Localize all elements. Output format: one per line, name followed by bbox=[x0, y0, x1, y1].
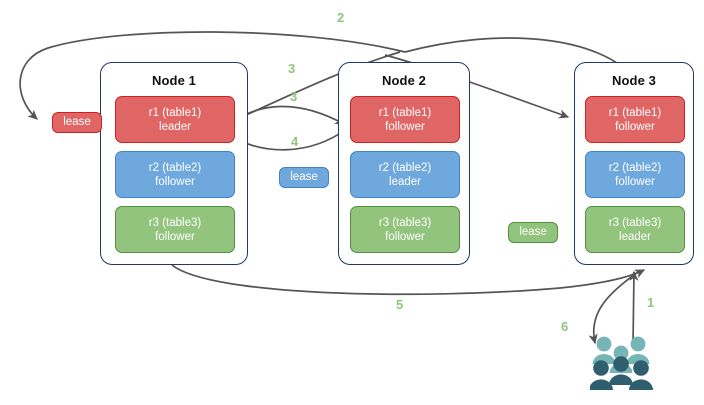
replica-name: r3 (table3) bbox=[148, 216, 202, 229]
replica-role: follower bbox=[615, 175, 655, 188]
replica-name: r3 (table3) bbox=[378, 216, 432, 229]
node-title: Node 3 bbox=[612, 73, 656, 88]
replica-role: leader bbox=[159, 120, 191, 133]
step-label-3-upper: 3 bbox=[288, 61, 296, 76]
step-label-3-lower: 3 bbox=[290, 89, 298, 104]
replica-role: leader bbox=[619, 230, 651, 243]
replica-n3r3[interactable]: r3 (table3) leader bbox=[585, 206, 685, 253]
lease-badge-table1[interactable]: lease bbox=[52, 112, 102, 133]
replica-n1r3[interactable]: r3 (table3) follower bbox=[115, 206, 235, 253]
replica-name: r1 (table1) bbox=[378, 106, 432, 119]
replica-name: r2 (table2) bbox=[148, 161, 202, 174]
step-label-2: 2 bbox=[337, 10, 345, 25]
lease-label: lease bbox=[519, 225, 547, 238]
replica-name: r2 (table2) bbox=[378, 161, 432, 174]
replica-n3r2[interactable]: r2 (table2) follower bbox=[585, 151, 685, 198]
replica-role: follower bbox=[615, 120, 655, 133]
replica-n2r1[interactable]: r1 (table1) follower bbox=[350, 96, 460, 143]
node-box-node3[interactable]: Node 3 r1 (table1) follower r2 (table2) … bbox=[574, 62, 694, 265]
replica-role: follower bbox=[385, 230, 425, 243]
replica-name: r3 (table3) bbox=[608, 216, 662, 229]
edge-6-node3-to-clients bbox=[588, 271, 639, 345]
replica-n2r2[interactable]: r2 (table2) leader bbox=[350, 151, 460, 198]
replica-name: r1 (table1) bbox=[148, 106, 202, 119]
lease-label: lease bbox=[290, 170, 318, 183]
node-title: Node 1 bbox=[152, 73, 196, 88]
step-label-4: 4 bbox=[291, 134, 299, 149]
replica-n1r2[interactable]: r2 (table2) follower bbox=[115, 151, 235, 198]
replica-role: follower bbox=[155, 175, 195, 188]
node-box-node2[interactable]: Node 2 r1 (table1) follower r2 (table2) … bbox=[338, 62, 470, 265]
node-box-node1[interactable]: Node 1 r1 (table1) leader r2 (table2) fo… bbox=[100, 62, 248, 265]
replica-n2r3[interactable]: r3 (table3) follower bbox=[350, 206, 460, 253]
replica-role: leader bbox=[389, 175, 421, 188]
replica-role: follower bbox=[385, 120, 425, 133]
replica-n1r1[interactable]: r1 (table1) leader bbox=[115, 96, 235, 143]
lease-label: lease bbox=[63, 115, 91, 128]
lease-badge-table3[interactable]: lease bbox=[508, 222, 558, 243]
node-title: Node 2 bbox=[382, 73, 426, 88]
users-group-icon[interactable] bbox=[589, 334, 660, 394]
step-label-6: 6 bbox=[561, 319, 569, 334]
replica-role: follower bbox=[155, 230, 195, 243]
edge-5-node1-to-node3 bbox=[171, 264, 646, 296]
lease-badge-table2[interactable]: lease bbox=[279, 167, 329, 188]
replica-name: r1 (table1) bbox=[608, 106, 662, 119]
step-label-1: 1 bbox=[647, 295, 655, 310]
replica-name: r2 (table2) bbox=[608, 161, 662, 174]
step-label-5: 5 bbox=[396, 297, 404, 312]
replica-n3r1[interactable]: r1 (table1) follower bbox=[585, 96, 685, 143]
